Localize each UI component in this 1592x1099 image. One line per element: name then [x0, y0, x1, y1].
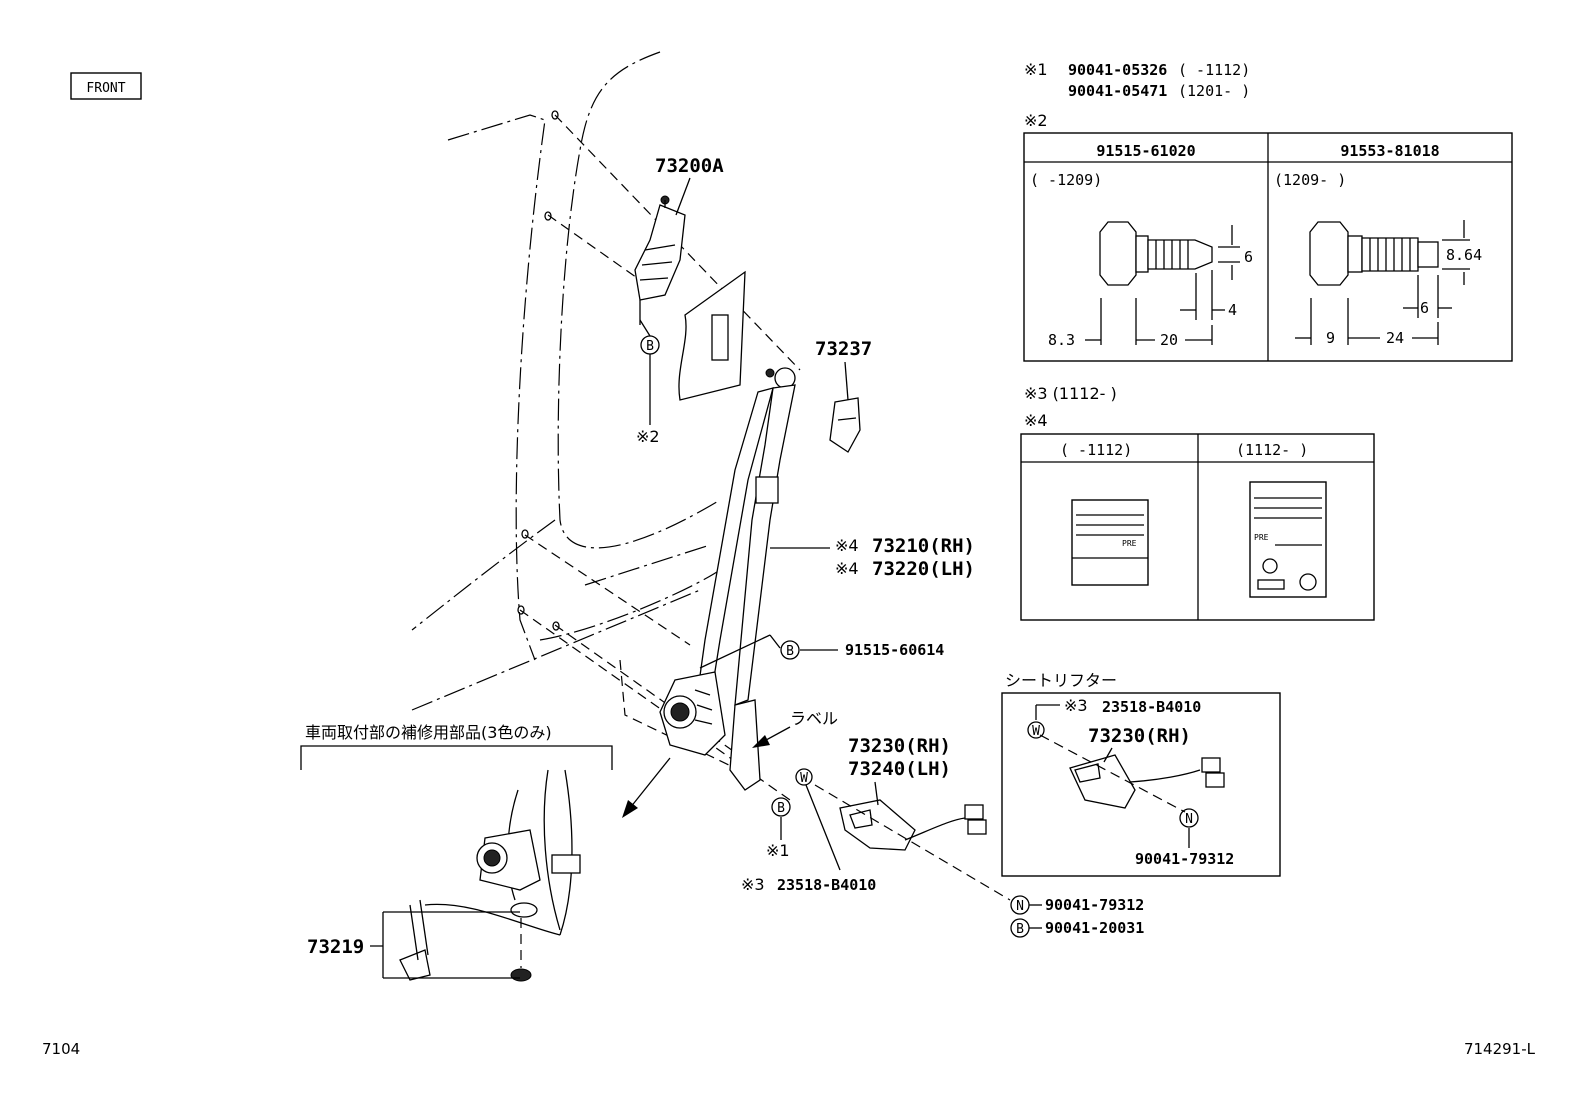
seat-lifter-buckle: 73230(RH): [1088, 725, 1191, 747]
svg-text:B: B: [646, 339, 654, 354]
repair-parts-title: 車両取付部の補修用部品(3色のみ): [305, 723, 552, 742]
mark-4-rh: ※4: [835, 536, 859, 555]
bolt-1-tip: 4: [1228, 301, 1237, 319]
buckle-73230-73240: [814, 784, 1011, 901]
bolt-1-len: 20: [1160, 331, 1178, 349]
bolt-col1-pn: 91515-61020: [1096, 142, 1195, 160]
ref-n-buckle: N B: [1010, 895, 1042, 938]
note-1-range-2: (1201- ): [1178, 82, 1250, 100]
ref-b-91515-60614: B: [699, 634, 838, 669]
part-73237: 73237: [815, 338, 872, 360]
label-spec-table: [1020, 433, 1375, 621]
label-new-tag: PRE: [1254, 533, 1269, 542]
bolt-1-dia: 6: [1244, 248, 1253, 266]
part-73210-rh: 73210(RH): [872, 535, 975, 557]
bolt-2-dia: 8.64: [1446, 246, 1482, 264]
part-73220-lh: 73220(LH): [872, 558, 975, 580]
bolt-1-drawing: [1085, 221, 1240, 345]
bolt-2-len: 24: [1386, 329, 1404, 347]
svg-text:N: N: [1016, 899, 1024, 914]
body-pillar-outline: [411, 51, 801, 801]
note-1-pn-2: 90041-05471: [1068, 82, 1167, 100]
front-label: FRONT: [86, 81, 125, 96]
bolt-col2-pn: 91553-81018: [1340, 142, 1439, 160]
repair-parts-illustration: [399, 769, 581, 982]
seat-lifter-pn-top: 23518-B4010: [1102, 698, 1201, 716]
part-73200a: 73200A: [655, 155, 724, 177]
bolt-2-tip: 6: [1420, 299, 1429, 317]
label-old-tag: PRE: [1122, 539, 1137, 548]
part-73219: 73219: [307, 936, 364, 958]
note-1-pn-1: 90041-05326: [1068, 61, 1167, 79]
part-90041-20031: 90041-20031: [1045, 919, 1144, 937]
ref-b-anchor: B: [771, 797, 791, 840]
diagram-id: 714291-L: [1464, 1040, 1536, 1058]
mark-3-buckle: ※3: [741, 875, 765, 894]
note-1-range-1: ( -1112): [1178, 61, 1250, 79]
height-adjuster-73200a: [634, 195, 686, 325]
seat-lifter-mark-3: ※3: [1064, 696, 1088, 715]
label-callout: ラベル: [790, 709, 838, 728]
ref-b-adjuster: B: [639, 319, 660, 425]
part-91515-60614: 91515-60614: [845, 641, 944, 659]
note-4-mark: ※4: [1024, 411, 1048, 430]
ref-w-buckle: W: [795, 768, 841, 871]
part-23518-b4010: 23518-B4010: [777, 876, 876, 894]
note-1-mark: ※1: [1024, 60, 1048, 79]
bolt-col1-range: ( -1209): [1030, 171, 1102, 189]
part-73230-rh: 73230(RH): [848, 735, 951, 757]
svg-text:W: W: [1032, 724, 1040, 739]
note-2-mark: ※2: [1024, 111, 1048, 130]
part-90041-79312: 90041-79312: [1045, 896, 1144, 914]
sheet-number: 7104: [42, 1040, 80, 1058]
seat-belt-assembly: [659, 367, 796, 791]
label-col1-range: ( -1112): [1060, 441, 1132, 459]
svg-text:B: B: [777, 801, 785, 816]
seat-lifter-box: W N: [1001, 692, 1281, 877]
bolt-2-drawing: [1295, 220, 1470, 345]
mark-4-lh: ※4: [835, 559, 859, 578]
mark-2: ※2: [636, 427, 660, 446]
cover-73237: [829, 397, 861, 453]
repair-bracket: [300, 745, 613, 770]
note-3: ※3 (1112- ): [1024, 384, 1117, 403]
seat-lifter-title: シートリフター: [1005, 671, 1117, 690]
label-col2-range: (1112- ): [1236, 441, 1308, 459]
bolt-col2-range: (1209- ): [1274, 171, 1346, 189]
mark-1: ※1: [766, 841, 790, 860]
svg-text:W: W: [800, 771, 808, 786]
front-indicator: FRONT: [70, 72, 142, 100]
part-73240-lh: 73240(LH): [848, 758, 951, 780]
pillar-trim: [678, 270, 746, 401]
svg-text:B: B: [786, 644, 794, 659]
repair-73219-bracket: [370, 911, 520, 979]
svg-text:N: N: [1185, 812, 1193, 827]
bolt-spec-table: [1023, 132, 1513, 362]
bolt-1-head: 8.3: [1048, 331, 1075, 349]
bolt-2-head: 9: [1326, 329, 1335, 347]
seat-lifter-pn-bottom: 90041-79312: [1135, 850, 1234, 868]
svg-text:B: B: [1016, 922, 1024, 937]
